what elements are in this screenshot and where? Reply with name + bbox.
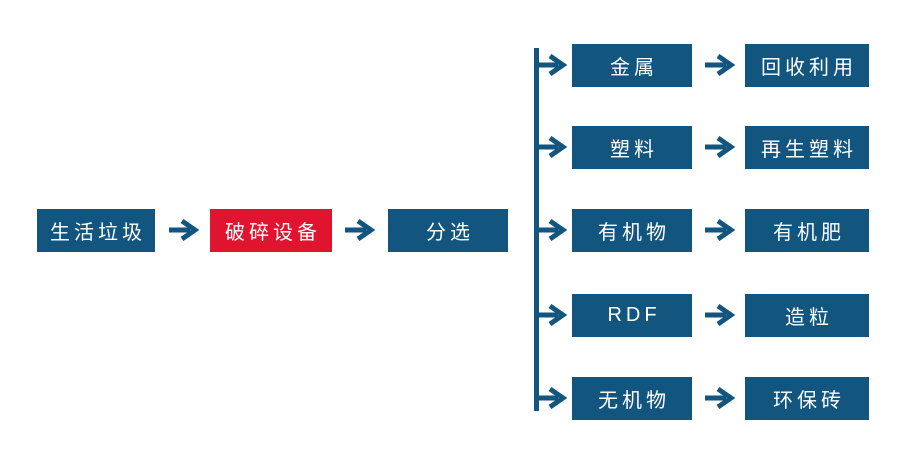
- node-crushing-equipment: 破碎设备: [210, 209, 332, 252]
- node-granulation: 造粒: [745, 294, 869, 337]
- arrow-right-icon: [345, 219, 375, 241]
- branch-arrow-icon: [537, 304, 567, 326]
- arrow-right-icon: [705, 304, 735, 326]
- branch-arrow-icon: [537, 219, 567, 241]
- node-organic-fertilizer: 有机肥: [745, 209, 869, 252]
- node-organic-matter: 有机物: [572, 209, 692, 252]
- node-inorganic-matter: 无机物: [572, 377, 692, 420]
- node-recycling: 回收利用: [745, 44, 869, 87]
- arrow-right-icon: [705, 54, 735, 76]
- branch-arrow-icon: [537, 136, 567, 158]
- node-plastic: 塑料: [572, 126, 692, 169]
- branch-connector-line: [534, 48, 539, 411]
- node-household-waste: 生活垃圾: [37, 209, 155, 252]
- branch-arrow-icon: [537, 387, 567, 409]
- arrow-right-icon: [705, 387, 735, 409]
- arrow-right-icon: [705, 219, 735, 241]
- node-sorting: 分选: [388, 209, 508, 252]
- arrow-right-icon: [169, 219, 199, 241]
- arrow-right-icon: [705, 136, 735, 158]
- node-eco-brick: 环保砖: [745, 377, 869, 420]
- node-rdf: RDF: [572, 294, 692, 337]
- node-metal: 金属: [572, 44, 692, 87]
- node-recycled-plastic: 再生塑料: [745, 126, 869, 169]
- branch-arrow-icon: [537, 54, 567, 76]
